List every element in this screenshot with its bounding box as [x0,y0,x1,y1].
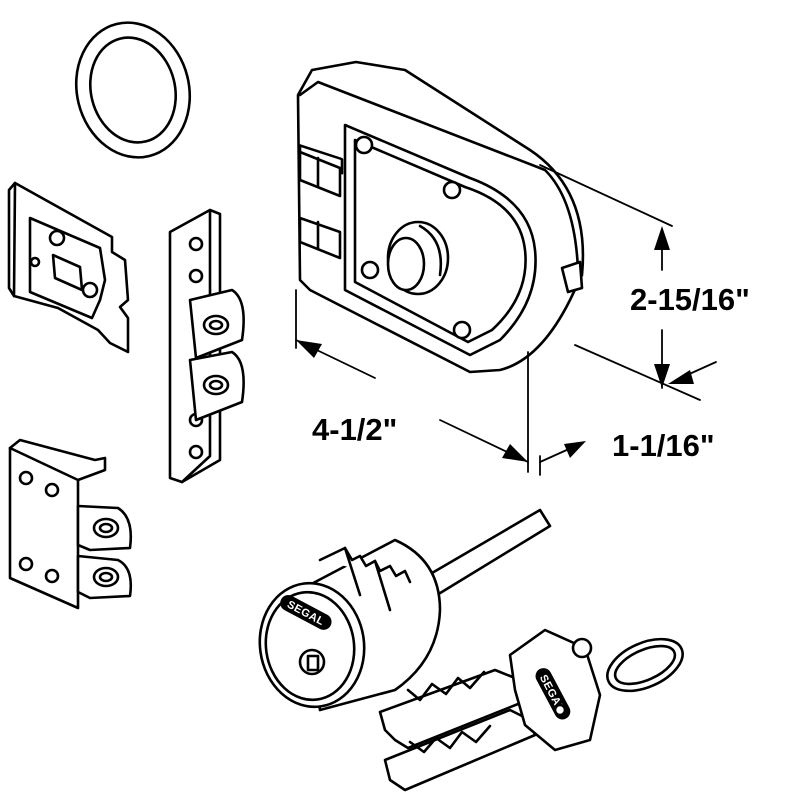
height-dimension-label: 2-15/16" [630,282,750,317]
trim-ring [74,21,192,159]
keys: SEGAL [378,628,602,792]
width-dimension-label: 4-1/2" [312,412,397,447]
strike-plate [168,208,245,484]
mounting-plate [7,181,130,354]
depth-dimension-label: 1-1/16" [612,428,715,463]
lock-cylinder: SEGAL [258,508,552,712]
angle-strike [8,438,133,610]
key-ring [606,637,684,693]
lock-body [296,60,585,374]
dimension-lines [295,164,717,476]
